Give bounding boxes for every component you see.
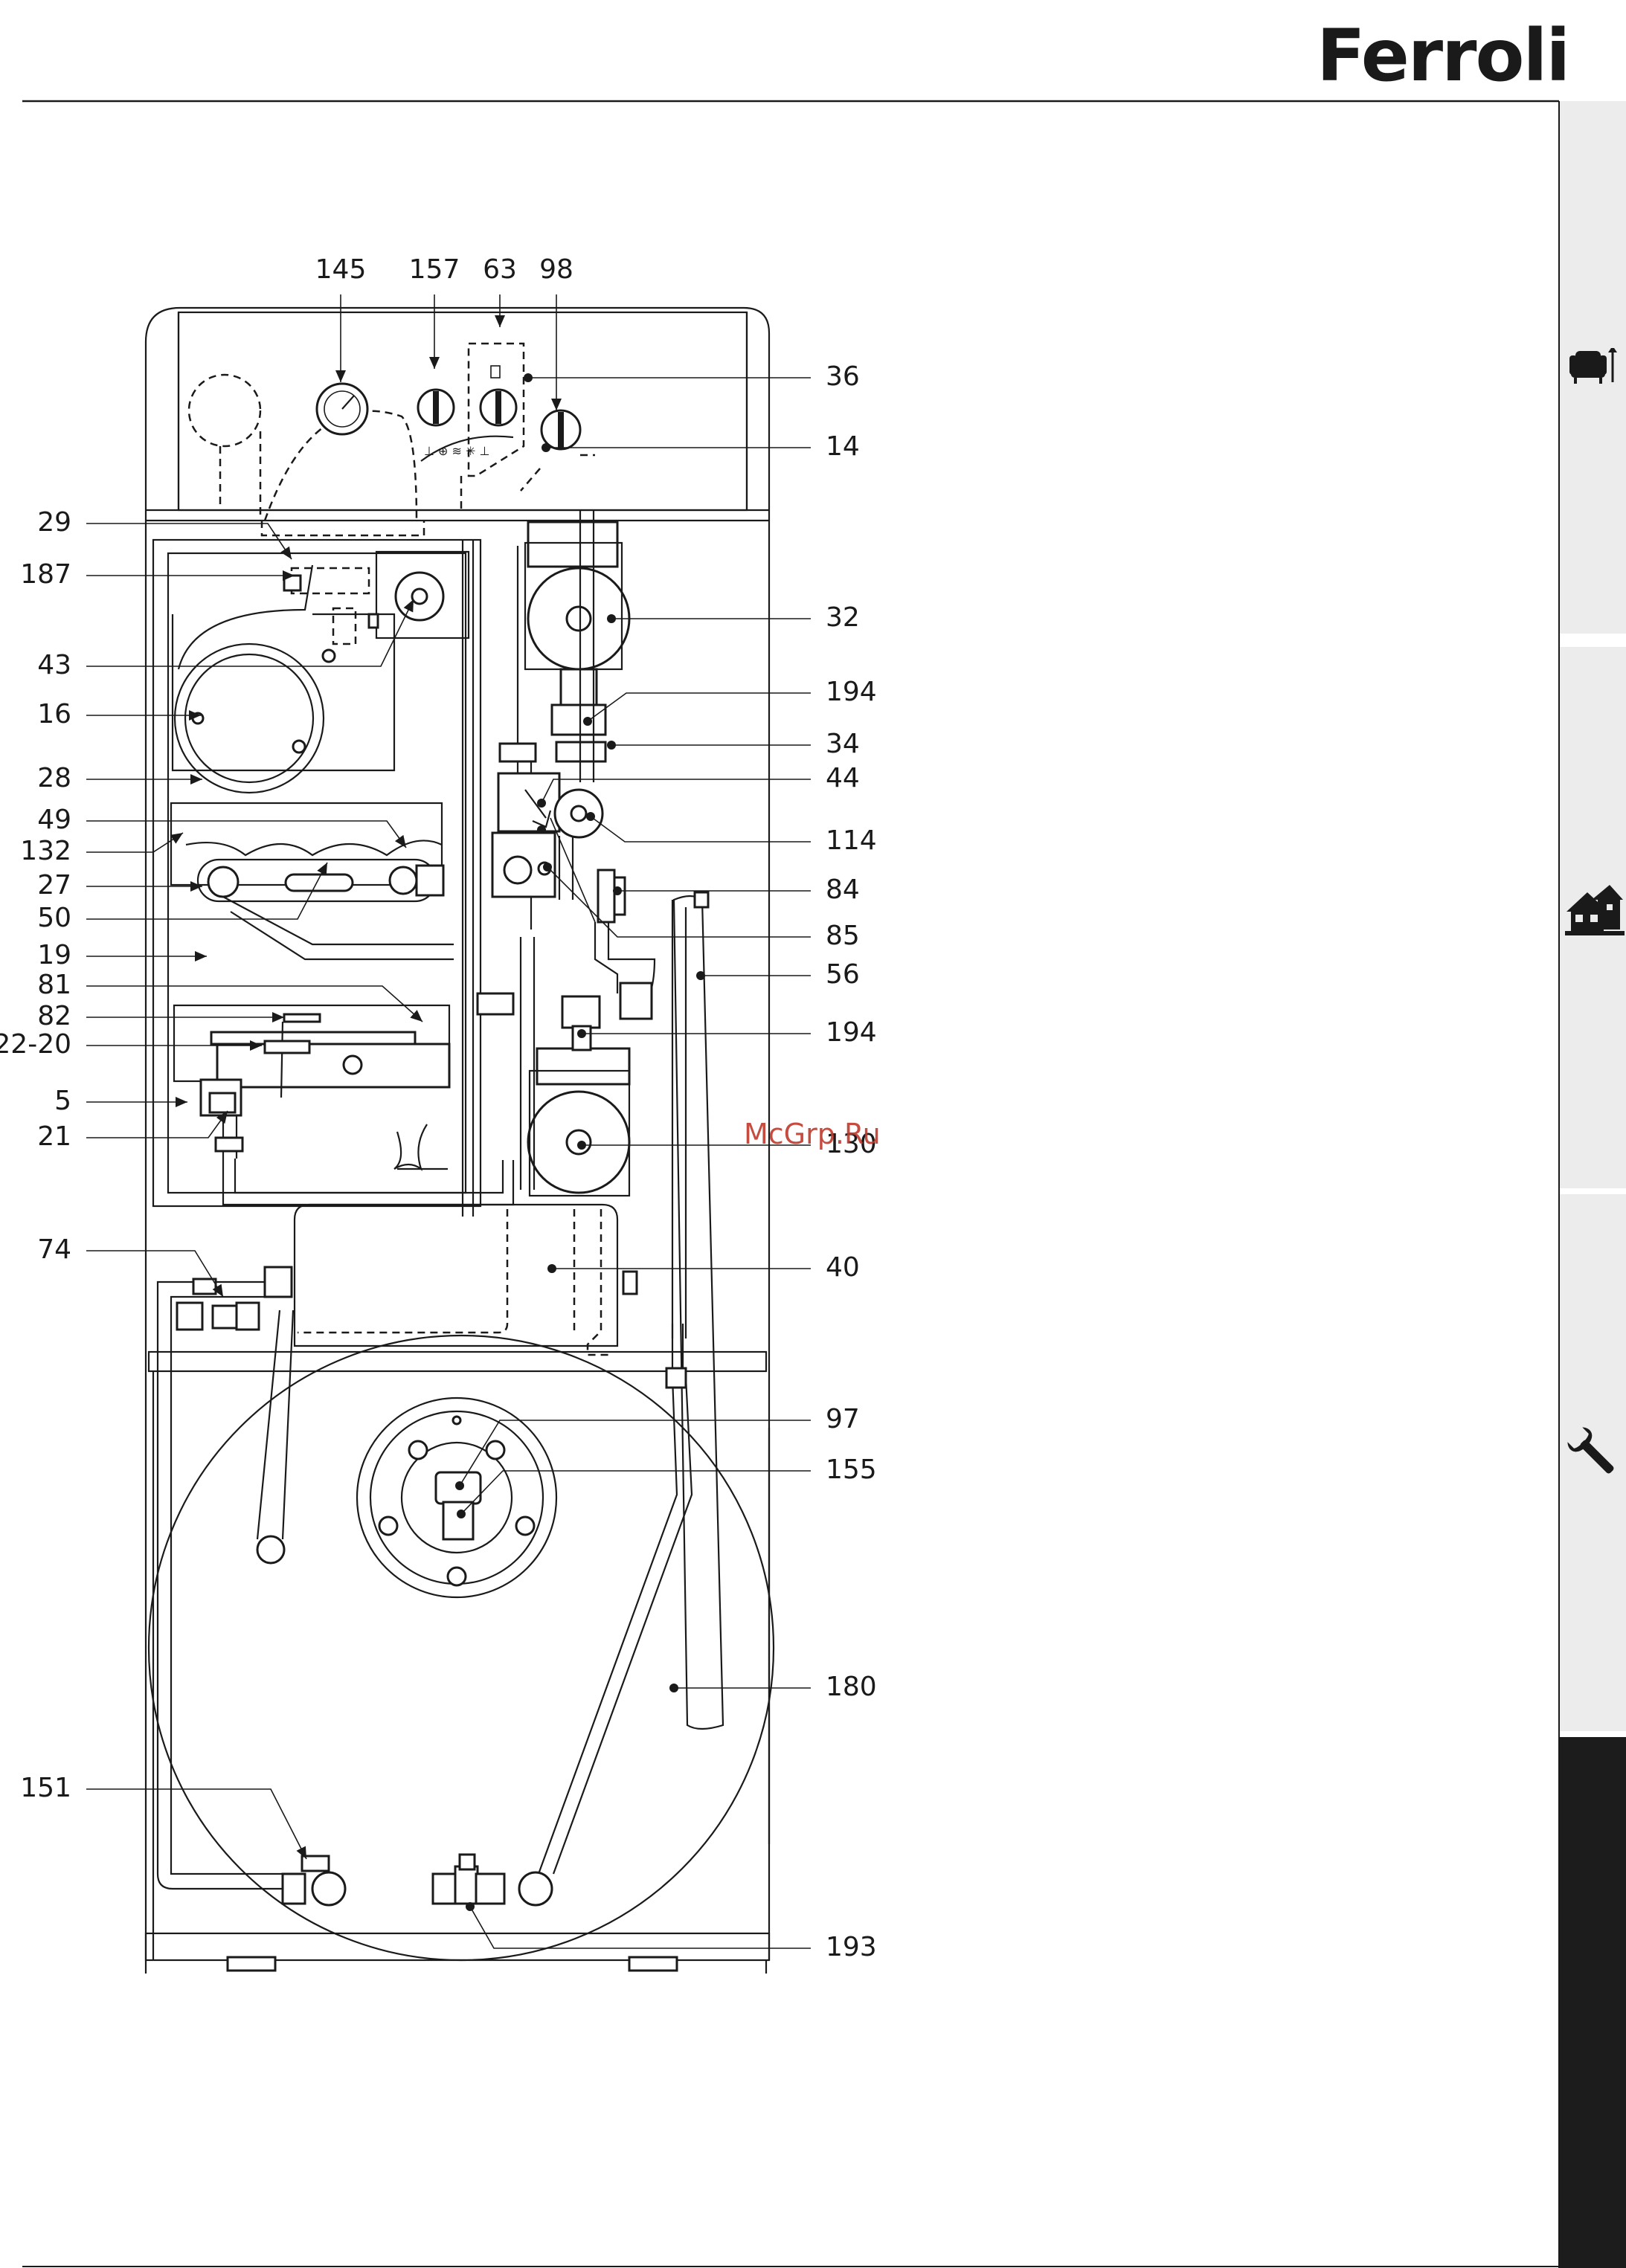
boiler-drawing: ⊥ ⊕ ≋ ✳ ⊥: [146, 308, 774, 1974]
callout-dot: [607, 741, 616, 750]
callout-label: 85: [826, 921, 860, 951]
callout-label: 97: [826, 1404, 860, 1434]
callout-label: 43: [37, 650, 71, 680]
side-tab-4[interactable]: [1559, 1737, 1626, 2268]
callout-arrow: [272, 1012, 284, 1022]
callout-arrow: [495, 315, 505, 327]
callout-leader: [461, 1471, 811, 1514]
watermark: McGrp.Ru: [744, 1118, 881, 1150]
callout-label: 194: [826, 677, 877, 707]
callout-label: 114: [826, 825, 877, 856]
callout-leader: [588, 693, 811, 721]
callout-arrow: [190, 774, 202, 785]
callout-dot: [537, 799, 546, 808]
callout-label: 132: [20, 836, 71, 866]
callout-label: 180: [826, 1672, 877, 1702]
callout-label: 82: [37, 1001, 71, 1031]
callout-label: 36: [826, 361, 860, 392]
callout-label: 16: [37, 699, 71, 729]
callout-arrow: [280, 547, 292, 559]
callout-arrow: [429, 357, 440, 369]
callout-dot: [547, 1264, 556, 1273]
callout-dot: [466, 1902, 475, 1911]
callout-label: 27: [37, 870, 71, 901]
callout-dot: [583, 717, 592, 726]
callout-arrow: [335, 370, 346, 382]
side-tab-3[interactable]: [1559, 1194, 1626, 1731]
callout-label: 34: [826, 729, 860, 759]
callout-leader: [460, 1420, 811, 1486]
callout-label: 56: [826, 959, 860, 990]
labels-right: 3614321943444114848556194130409715518019…: [826, 361, 877, 1962]
callout-label: 29: [37, 507, 71, 538]
callout-dot: [455, 1481, 464, 1490]
callout-label: 74: [37, 1234, 71, 1265]
callout-leader: [470, 1907, 811, 1948]
callout-leader: [86, 986, 422, 1022]
callout-arrow: [551, 399, 562, 410]
callout-label: 40: [826, 1252, 860, 1283]
callout-arrow: [195, 951, 207, 961]
svg-text:⊥ ⊕ ≋ ✳ ⊥: ⊥ ⊕ ≋ ✳ ⊥: [424, 444, 489, 458]
callout-label: 44: [826, 763, 860, 793]
callout-label: 32: [826, 602, 860, 633]
callout-label: 49: [37, 805, 71, 835]
callout-dot: [577, 1141, 586, 1150]
callout-dot: [586, 812, 595, 821]
callout-arrow: [176, 1097, 187, 1107]
callout-label: 19: [37, 940, 71, 970]
callout-label: 155: [826, 1454, 877, 1485]
callout-label: 145: [315, 254, 367, 285]
callout-label: 187: [20, 559, 71, 590]
callout-leader: [86, 821, 406, 848]
callout-label: 151: [20, 1773, 71, 1803]
callout-label: 21: [37, 1121, 71, 1152]
callout-arrow: [170, 833, 183, 844]
callout-leaders: [86, 294, 811, 1948]
callout-label: 14: [826, 431, 860, 462]
callout-dot: [613, 886, 622, 895]
callout-leader: [86, 1789, 306, 1859]
callout-label: 63: [483, 254, 517, 285]
callout-dot: [577, 1029, 586, 1038]
callout-label: 5: [54, 1086, 71, 1116]
callout-leader: [86, 599, 414, 666]
callout-dot: [669, 1684, 678, 1692]
callout-dot: [457, 1510, 466, 1518]
callout-dot: [696, 971, 705, 980]
callout-dot: [524, 373, 533, 382]
callout-dot: [542, 443, 550, 452]
callout-label: 98: [539, 254, 573, 285]
callout-label: 81: [37, 970, 71, 1000]
callout-dot: [543, 863, 552, 872]
callout-label: 22-20: [0, 1029, 71, 1060]
labels-top: 145 157 63 98: [315, 254, 573, 285]
callout-label: 28: [37, 763, 71, 793]
callout-label: 84: [826, 874, 860, 905]
side-tabs: [1559, 101, 1626, 2268]
callout-label: 157: [409, 254, 460, 285]
callout-label: 50: [37, 903, 71, 933]
callout-label: 194: [826, 1017, 877, 1048]
callout-dot: [607, 614, 616, 623]
callout-leader: [591, 816, 811, 842]
ferroli-logo: Ferroli: [1317, 14, 1569, 97]
callout-label: 193: [826, 1932, 877, 1962]
